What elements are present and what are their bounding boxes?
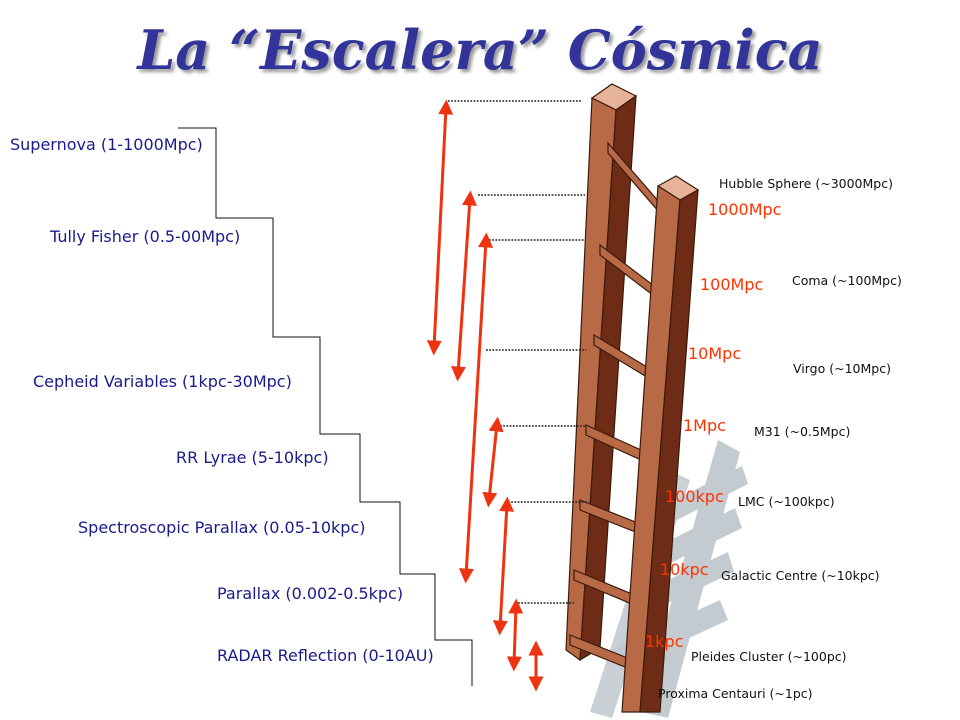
method-label-parallax: Parallax (0.002-0.5kpc) [217,584,404,603]
spectroscopic-parallax-range-arrow [492,496,515,636]
page-title: La “Escalera” Cósmica [137,18,823,82]
range-arrows [426,99,544,692]
distance-label-10mpc: 10Mpc [688,344,742,363]
rr-lyrae-range-arrow [482,416,504,508]
object-label-lmc: LMC (~100kpc) [738,494,835,509]
tully-fisher-range-arrow [451,190,477,382]
object-label-galactic-centre: Galactic Centre (~10kpc) [721,568,880,583]
parallax-range-arrow [506,598,524,672]
method-label-radar-reflection: RADAR Reflection (0-10AU) [217,646,434,665]
distance-label-10kpc: 10kpc [660,560,709,579]
object-label-hubble-sphere: Hubble Sphere (~3000Mpc) [719,176,893,191]
distance-label-1mpc: 1Mpc [683,416,726,435]
method-label-spectroscopic-parallax: Spectroscopic Parallax (0.05-10kpc) [78,518,366,537]
distance-label-100kpc: 100kpc [665,487,724,506]
object-label-pleides-cluster: Pleides Cluster (~100pc) [691,649,847,664]
supernova-range-arrow [426,99,454,356]
distance-label-100mpc: 100Mpc [700,275,764,294]
object-label-coma: Coma (~100Mpc) [792,273,902,288]
distance-label-1000mpc: 1000Mpc [708,200,782,219]
range-top-lines [448,100,588,604]
distance-label-1kpc: 1kpc [645,632,684,651]
object-label-proxima-centauri: Proxima Centauri (~1pc) [658,686,813,701]
ladder-right-rail [621,175,700,713]
object-label-m31: M31 (~0.5Mpc) [754,424,851,439]
ladder-left-rail [565,83,638,662]
object-label-virgo: Virgo (~10Mpc) [793,361,891,376]
method-label-cepheid-variables: Cepheid Variables (1kpc-30Mpc) [33,372,292,391]
step-outline [178,127,473,686]
method-label-supernova: Supernova (1-1000Mpc) [10,135,203,154]
method-label-tully-fisher: Tully Fisher (0.5-00Mpc) [50,227,241,246]
method-label-rr-lyrae: RR Lyrae (5-10kpc) [176,448,329,467]
ladder-rungs [569,141,673,674]
cepheid-range-arrow [458,232,494,584]
